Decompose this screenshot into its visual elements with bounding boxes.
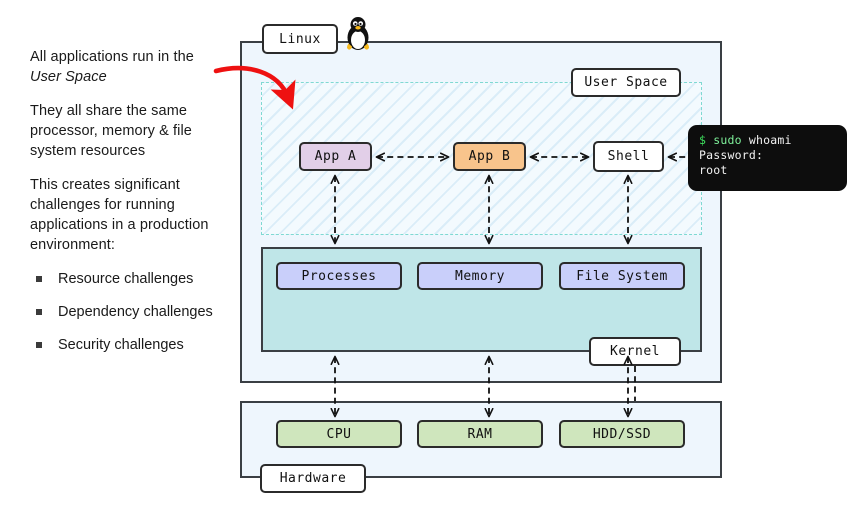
hardware-disk-box[interactable]: HDD/SSD: [559, 420, 685, 448]
terminal-line-1: $ sudo whoami: [699, 133, 847, 148]
terminal-command-args: whoami: [741, 133, 792, 147]
challenge-list: Resource challenges Dependency challenge…: [30, 269, 225, 355]
tux-penguin-icon: [347, 17, 369, 50]
hardware-label: Hardware: [260, 464, 366, 493]
shell-box[interactable]: Shell: [593, 141, 664, 172]
terminal-command-keyword: sudo: [713, 133, 742, 147]
app-a-box[interactable]: App A: [299, 142, 372, 171]
hardware-cpu-box[interactable]: CPU: [276, 420, 402, 448]
terminal-line-3: root: [699, 163, 728, 177]
kernel-label: Kernel: [589, 337, 681, 366]
paragraph-3: This creates significant challenges for …: [30, 177, 209, 253]
terminal-window[interactable]: $ sudo whoami Password: root: [688, 125, 847, 191]
narrative-column: All applications run in the User Space T…: [30, 47, 225, 368]
list-item: Resource challenges: [30, 269, 225, 289]
user-space-label: User Space: [571, 68, 681, 97]
paragraph-1-emphasis: User Space: [30, 69, 107, 85]
paragraph-1-text: All applications run in the: [30, 49, 194, 65]
terminal-prompt: $: [699, 133, 707, 147]
kernel-processes-box[interactable]: Processes: [276, 262, 402, 290]
paragraph-1: All applications run in the User Space: [30, 47, 225, 87]
linux-label: Linux: [262, 24, 338, 54]
terminal-line-2: Password:: [699, 148, 764, 162]
paragraph-2: They all share the same processor, memor…: [30, 103, 192, 159]
list-item: Security challenges: [30, 335, 225, 355]
kernel-memory-box[interactable]: Memory: [417, 262, 543, 290]
hardware-ram-box[interactable]: RAM: [417, 420, 543, 448]
list-item: Dependency challenges: [30, 302, 225, 322]
app-b-box[interactable]: App B: [453, 142, 526, 171]
kernel-file-system-box[interactable]: File System: [559, 262, 685, 290]
